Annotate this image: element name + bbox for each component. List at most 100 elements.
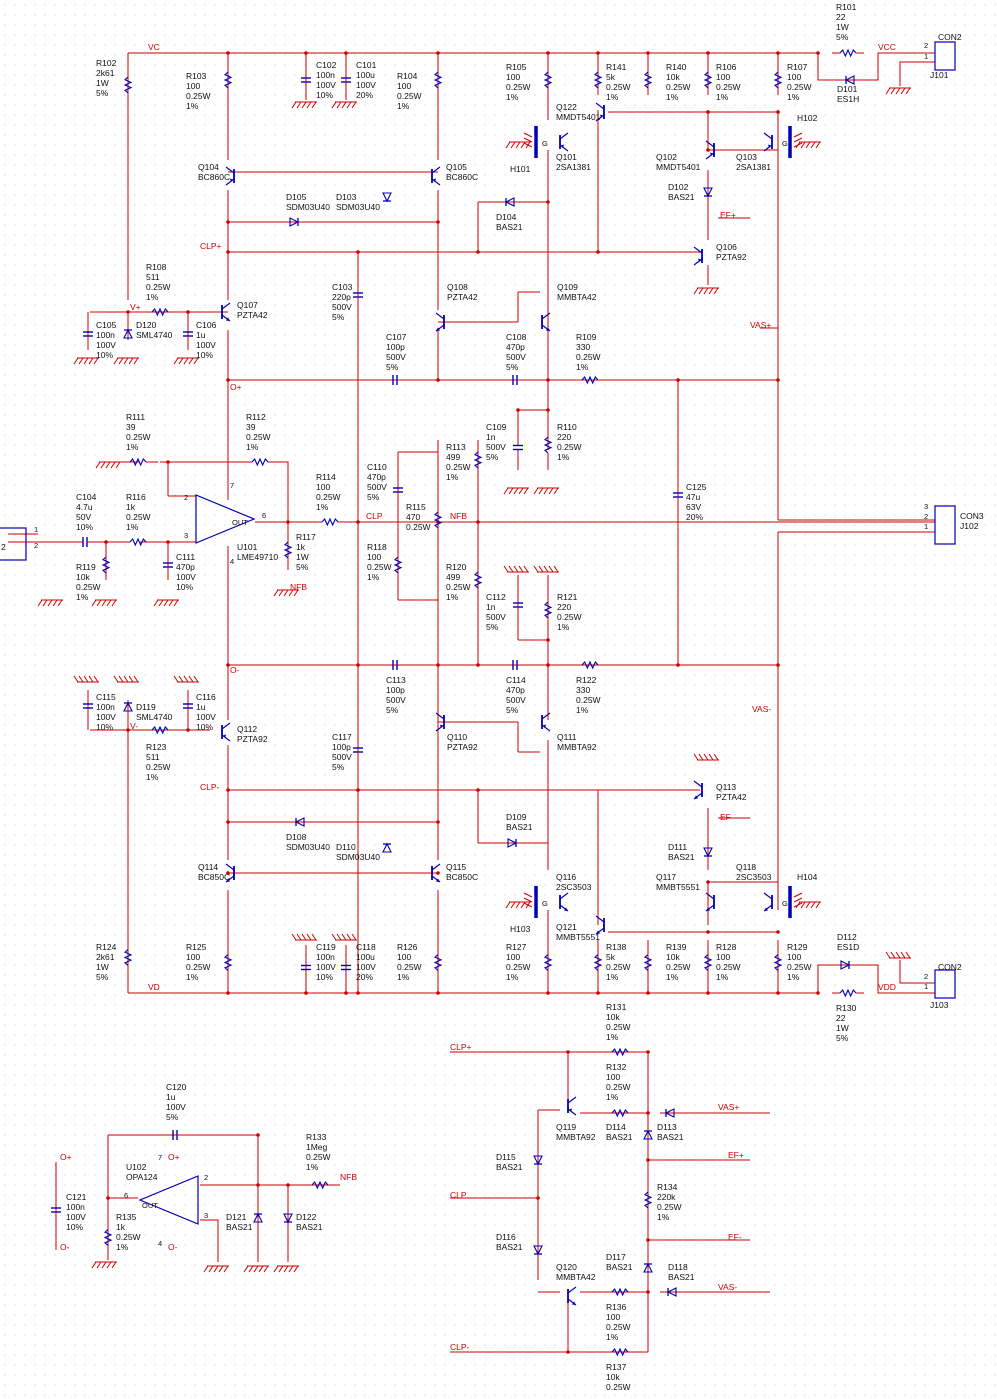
junction-dot xyxy=(436,871,440,875)
c109-value: 1n xyxy=(486,432,496,442)
g2-ground xyxy=(73,357,99,365)
r108-value: 1% xyxy=(146,292,159,302)
junction-dot xyxy=(106,1196,110,1200)
r115-value: 0.25W xyxy=(406,522,431,532)
q120-value: MMBTA42 xyxy=(556,1272,596,1282)
d119-value: SML4740 xyxy=(136,712,173,722)
net-clp-2: CLP xyxy=(450,1190,467,1200)
q119-value: MMBTA92 xyxy=(556,1132,596,1142)
junction-dot xyxy=(436,991,440,995)
junction-dot xyxy=(226,663,230,667)
d121-ref: D121 xyxy=(226,1212,247,1222)
u102-pin: 3 xyxy=(204,1211,208,1220)
u102-pin: 4 xyxy=(158,1239,162,1248)
junction-dot xyxy=(706,110,710,114)
r134-value: 0.25W xyxy=(657,1202,682,1212)
junction-dot xyxy=(516,408,520,412)
c108-value: 500V xyxy=(506,352,526,362)
c113-ref: C113 xyxy=(386,675,406,685)
r134-value: 220k xyxy=(657,1192,676,1202)
junction-dot xyxy=(596,991,600,995)
q115-value: BC850C xyxy=(446,872,478,882)
r111-value: 0.25W xyxy=(126,432,151,442)
c109-value: 500V xyxy=(486,442,506,452)
r116-value: 0.25W xyxy=(126,512,151,522)
r102-ref: R102 xyxy=(96,58,117,68)
r107-resistor xyxy=(773,65,783,95)
c117-value: 100p xyxy=(332,742,351,752)
r130-resistor xyxy=(832,988,864,998)
r101-value: 1W xyxy=(836,22,849,32)
junction-dot xyxy=(546,200,550,204)
u102-value: OPA124 xyxy=(126,1172,158,1182)
q103-ref: Q103 xyxy=(736,152,757,162)
r141-value: 5k xyxy=(606,72,616,82)
c121-value: 100V xyxy=(66,1212,86,1222)
net-o-plus: O+ xyxy=(230,382,242,392)
r141-value: 1% xyxy=(606,92,619,102)
c115-ref: C115 xyxy=(96,692,116,702)
c113-value: 100p xyxy=(386,685,405,695)
d119-diode xyxy=(123,701,133,712)
c104-value: 50V xyxy=(76,512,91,522)
junction-dot xyxy=(646,1050,650,1054)
r111-ref: R111 xyxy=(126,412,145,422)
c116-value: 10% xyxy=(196,722,213,732)
r109-resistor xyxy=(570,375,610,385)
r128-value: 1% xyxy=(716,972,729,982)
r110-value: 220 xyxy=(557,432,571,442)
junction-dot xyxy=(126,310,130,314)
r120-ref: R120 xyxy=(446,562,467,572)
net-nfb-2: NFB xyxy=(290,582,307,592)
r104-value: 0.25W xyxy=(397,91,422,101)
d105-ref: D105 xyxy=(286,192,307,202)
junction-dot xyxy=(226,250,230,254)
c115-capacitor xyxy=(83,690,93,722)
d120-diode xyxy=(123,328,133,339)
c125-capacitor xyxy=(673,470,683,520)
input-ref-fragment: 2 xyxy=(1,542,6,552)
r115-ref: R115 xyxy=(406,502,426,512)
c107-value: 500V xyxy=(386,352,406,362)
r104-value: 100 xyxy=(397,81,411,91)
u101-opamp xyxy=(195,494,256,544)
q101-transistor xyxy=(559,132,569,152)
wire xyxy=(268,461,289,522)
c116-value: 100V xyxy=(196,712,216,722)
r118-value: 0.25W xyxy=(367,562,392,572)
r109-value: 330 xyxy=(576,342,590,352)
c125-ref: C125 xyxy=(686,482,707,492)
r103-value: 1% xyxy=(186,101,199,111)
d104-diode xyxy=(504,197,515,207)
d101-ref: D101 xyxy=(837,84,858,94)
c119-ref: C119 xyxy=(316,942,336,952)
junction-dot xyxy=(226,991,230,995)
g5-ground xyxy=(95,461,121,469)
net-clp-plus: CLP+ xyxy=(200,241,222,251)
q122-ref: Q122 xyxy=(556,102,577,112)
r102-value: 1W xyxy=(96,78,109,88)
junction-dot xyxy=(706,880,710,884)
r121-value: 1% xyxy=(557,622,570,632)
c114-value: 470p xyxy=(506,685,525,695)
c115-value: 10% xyxy=(96,722,113,732)
r137-resistor xyxy=(600,1347,640,1357)
r134-resistor xyxy=(643,1180,653,1220)
g20-ground xyxy=(505,901,531,909)
u101-value: LME49710 xyxy=(237,552,278,562)
r134-value: 1% xyxy=(657,1212,670,1222)
c114-ref: C114 xyxy=(506,675,526,685)
h102-ref: H102 xyxy=(797,113,818,123)
c107-value: 5% xyxy=(386,362,399,372)
r140-value: 0.25W xyxy=(666,82,691,92)
g11-ground xyxy=(533,487,559,495)
q109-transistor xyxy=(541,312,551,332)
con2-top-connector xyxy=(934,41,956,71)
c102-value: 100V xyxy=(316,80,336,90)
g21-ground xyxy=(795,901,821,909)
junction-dot xyxy=(816,51,820,55)
r115-value: 470 xyxy=(406,512,420,522)
d121-value: BAS21 xyxy=(226,1222,253,1232)
h101-ref: H101 xyxy=(510,164,531,174)
